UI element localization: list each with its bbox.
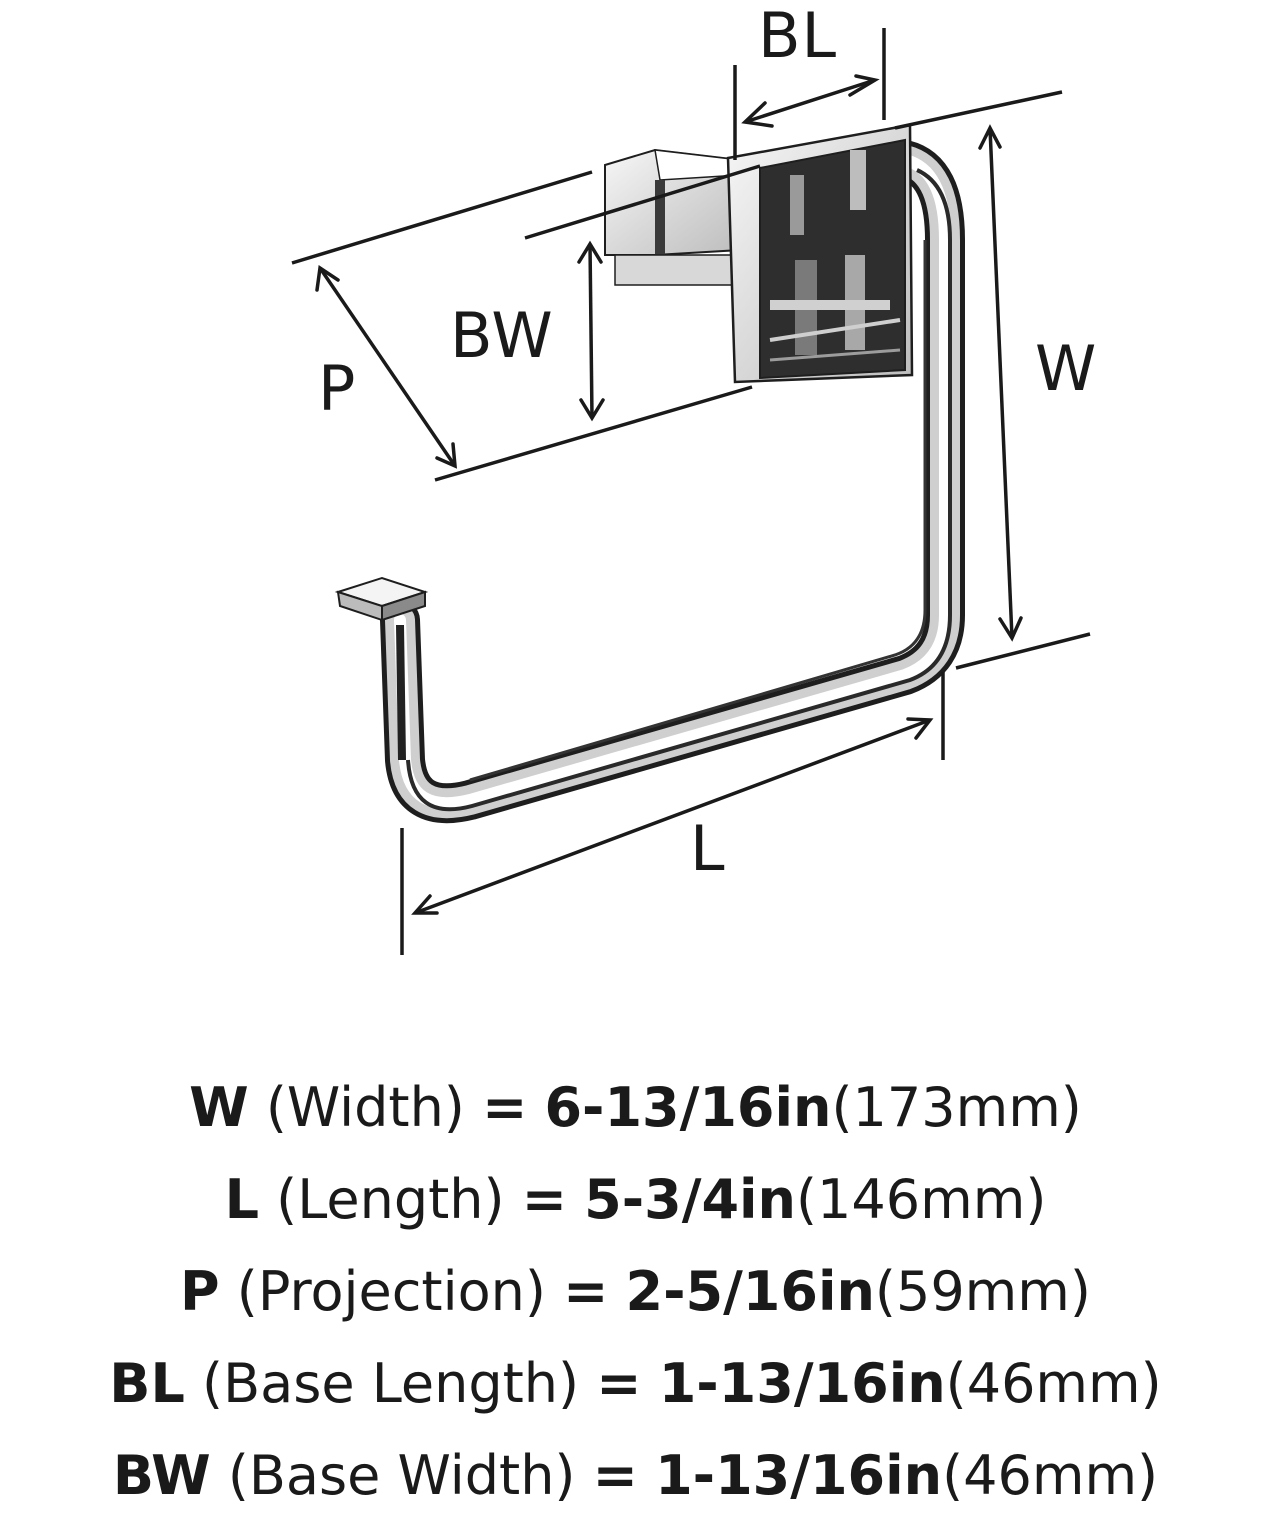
spec-metric: (46mm) [942,1444,1159,1507]
towel-ring-drawing [291,28,1091,955]
spec-code: L [224,1168,259,1231]
spec-description: (Length) [276,1168,505,1231]
arrowheads [315,74,1023,915]
spec-description: (Base Length) [202,1352,580,1415]
ring-end-cap [334,576,429,622]
spec-row-width: W (Width) = 6-13/16in(173mm) [0,1062,1271,1154]
spec-equals: = [592,1444,638,1507]
spec-imperial: 2-5/16in [625,1260,875,1323]
spec-equals: = [563,1260,609,1323]
spec-row-base-width: BW (Base Width) = 1-13/16in(46mm) [0,1430,1271,1522]
ring-body [380,140,965,824]
spec-metric: (146mm) [795,1168,1047,1231]
spec-equals: = [521,1168,567,1231]
spec-imperial: 1-13/16in [658,1352,946,1415]
spec-metric: (46mm) [945,1352,1162,1415]
spec-code: BW [112,1444,211,1507]
spec-row-length: L (Length) = 5-3/4in(146mm) [0,1154,1271,1246]
spec-description: (Width) [265,1076,465,1139]
spec-code: BL [109,1352,185,1415]
dimension-lines [291,28,1091,955]
spec-equals: = [482,1076,528,1139]
spec-description: (Base Width) [227,1444,576,1507]
mounting-post [604,148,741,286]
spec-metric: (173mm) [831,1076,1082,1139]
spec-code: W [189,1076,249,1139]
product-dimension-diagram: BL BW P W L [291,0,1098,955]
spec-imperial: 6-13/16in [544,1076,832,1139]
dimension-specs: W (Width) = 6-13/16in(173mm) L (Length) … [0,1062,1271,1522]
dim-label-w: W [1035,332,1098,405]
spec-metric: (59mm) [874,1260,1091,1323]
dim-label-bw: BW [450,299,554,372]
spec-description: (Projection) [236,1260,546,1323]
spec-code: P [180,1260,220,1323]
dim-label-l: L [690,812,726,885]
spec-imperial: 1-13/16in [655,1444,943,1507]
dim-label-bl: BL [758,0,838,72]
spec-row-base-length: BL (Base Length) = 1-13/16in(46mm) [0,1338,1271,1430]
spec-equals: = [596,1352,642,1415]
spec-row-projection: P (Projection) = 2-5/16in(59mm) [0,1246,1271,1338]
dim-label-p: P [318,352,357,425]
base-plate [726,123,914,384]
spec-imperial: 5-3/4in [584,1168,796,1231]
